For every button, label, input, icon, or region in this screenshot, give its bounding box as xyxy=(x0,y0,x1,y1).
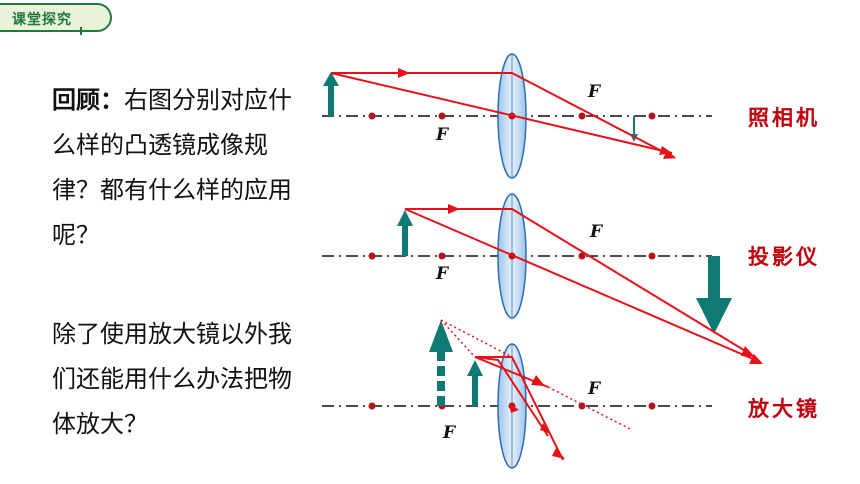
magnify-question: 除了使用放大镜以外我们还能用什么办法把物体放大？ xyxy=(52,312,292,447)
virtual-image-arrowhead xyxy=(429,320,453,352)
section-tag-marker xyxy=(80,27,82,35)
ray-arrowhead xyxy=(659,146,672,155)
diagram-camera: F F xyxy=(322,53,712,179)
focal-point xyxy=(368,252,376,260)
focus-label: F xyxy=(435,125,450,145)
review-question-text: 右图分别对应什么样的凸透镜成像规律？都有什么样的应用呢？ xyxy=(52,86,292,249)
ray-arrowhead xyxy=(540,423,551,434)
ray-arrowhead xyxy=(448,204,460,214)
focal-point xyxy=(438,252,446,260)
focal-point xyxy=(368,402,376,410)
ray-arrowhead xyxy=(398,68,410,78)
magnify-question-text: 除了使用放大镜以外我们还能用什么办法把物体放大？ xyxy=(52,320,292,438)
image-arrowhead xyxy=(696,298,732,334)
object-arrowhead xyxy=(323,72,339,86)
focal-point xyxy=(648,112,656,120)
diagram-projector: F F xyxy=(322,193,763,364)
focus-label: F xyxy=(587,379,602,399)
focus-label: F xyxy=(587,82,602,102)
focus-label: F xyxy=(435,264,450,284)
refracted-ray xyxy=(474,356,549,437)
center-ray xyxy=(404,208,761,363)
application-label-magnifier: 放大镜 xyxy=(748,396,820,421)
parallel-ray xyxy=(405,208,753,356)
application-label-projector: 投影仪 xyxy=(748,244,820,269)
object-arrowhead xyxy=(467,360,483,376)
virtual-ray-extension xyxy=(440,319,513,358)
focal-point xyxy=(438,112,446,120)
focus-label: F xyxy=(589,222,604,242)
ray-arrowhead xyxy=(552,448,565,459)
ray-arrowhead xyxy=(741,346,755,357)
review-question-lead: 回顾： xyxy=(52,86,124,114)
ray-arrowhead xyxy=(749,354,763,364)
parallel-ray xyxy=(331,72,676,159)
focal-point xyxy=(648,252,656,260)
virtual-ray-extension xyxy=(547,386,633,431)
focus-label: F xyxy=(442,423,457,443)
focal-point xyxy=(578,112,586,120)
section-tag-label: 课堂探究 xyxy=(12,12,72,28)
virtual-ray-extension xyxy=(440,319,476,358)
focal-point xyxy=(578,252,586,260)
center-ray xyxy=(330,72,673,154)
focal-point xyxy=(648,402,656,410)
ray-arrowhead xyxy=(509,403,519,413)
focal-point xyxy=(368,112,376,120)
ray-arrowhead xyxy=(531,375,545,386)
object-arrowhead xyxy=(397,210,413,226)
application-label-camera: 照相机 xyxy=(748,105,820,130)
section-tag: 课堂探究 xyxy=(0,3,112,32)
diagram-magnifier: F F xyxy=(322,319,712,469)
review-question: 回顾：右图分别对应什么样的凸透镜成像规律？都有什么样的应用呢？ xyxy=(52,78,292,258)
